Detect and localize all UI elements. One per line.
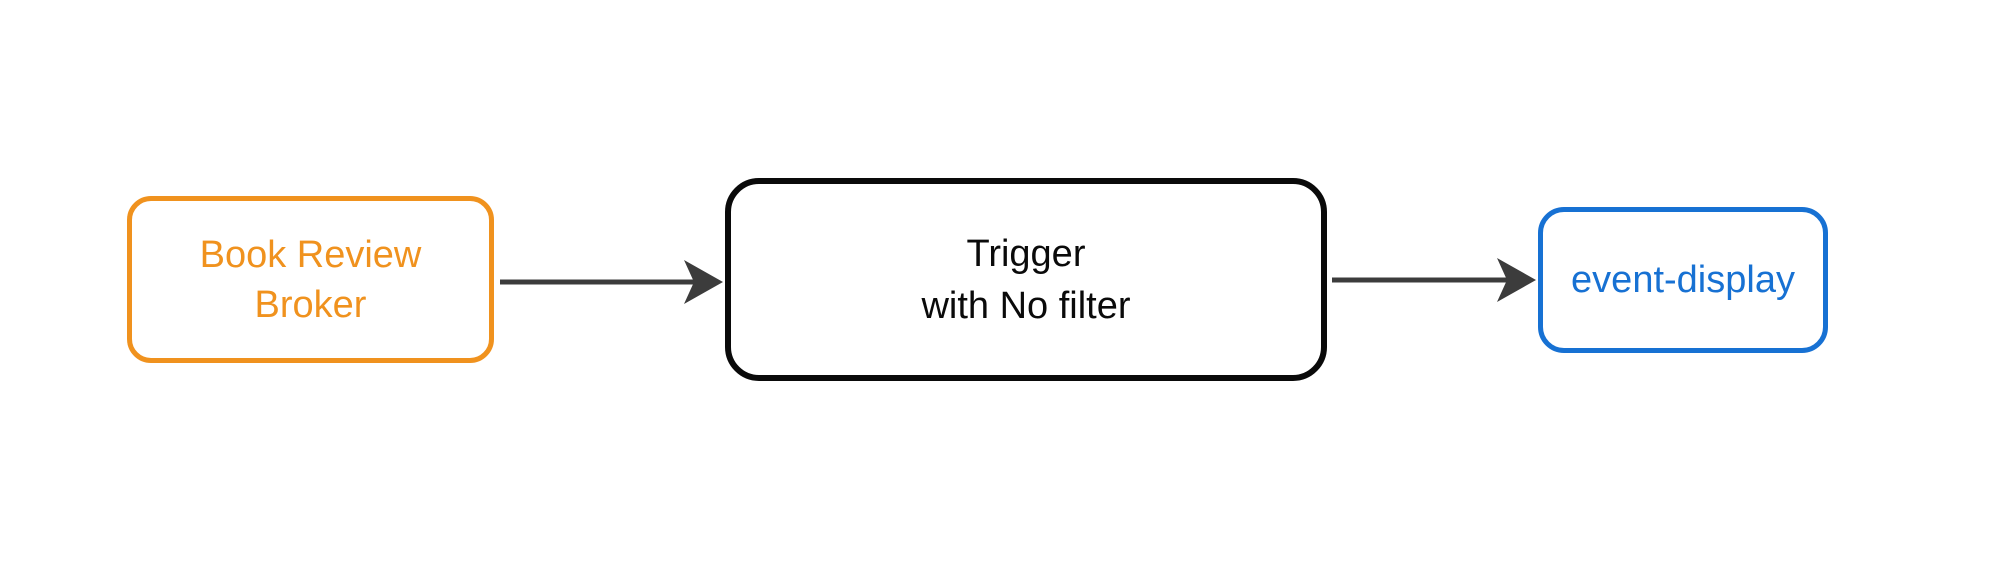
node-label: event-display bbox=[1571, 259, 1795, 301]
node-label: Trigger with No filter bbox=[921, 232, 1131, 327]
arrowhead-icon bbox=[1497, 258, 1536, 302]
node-label: Book Review Broker bbox=[199, 233, 422, 326]
node-event-display: event-display bbox=[1538, 207, 1828, 353]
arrowhead-icon bbox=[684, 260, 723, 304]
node-book-review-broker: Book Review Broker bbox=[127, 196, 494, 363]
edge-broker-to-trigger bbox=[500, 260, 723, 304]
node-trigger-with-no-filter: Trigger with No filter bbox=[725, 178, 1327, 381]
edge-trigger-to-event-display bbox=[1332, 258, 1536, 302]
